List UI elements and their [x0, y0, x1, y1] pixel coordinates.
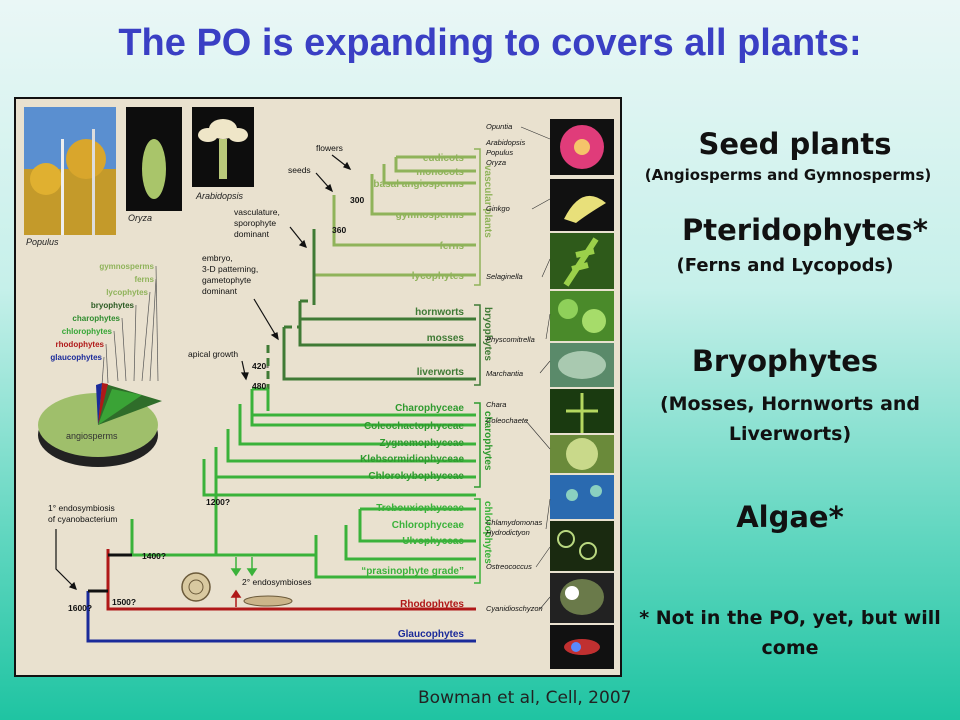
event-flowers: flowers	[316, 143, 343, 153]
citation: Bowman et al, Cell, 2007	[418, 688, 632, 708]
species-selaginella: Selaginella	[486, 272, 523, 281]
taxon-liverworts: liverworts	[417, 367, 465, 378]
species-ginkgo: Ginkgo	[486, 204, 510, 213]
sub-bryophytes-1: (Mosses, Hornworts and	[659, 393, 921, 415]
time-1500: 1500?	[112, 597, 136, 607]
taxon-glaucophytes: Glaucophytes	[398, 629, 465, 640]
pie-label-angiosperms: angiosperms	[66, 431, 118, 441]
label-populus: Populus	[26, 237, 59, 247]
species-ostreococcus: Ostreococcus	[486, 562, 532, 571]
time-300: 300	[350, 195, 364, 205]
species-arabidopsis: Arabidopsis	[485, 138, 525, 147]
label-oryza: Oryza	[128, 213, 152, 223]
taxon-gymnosperms: gymnosperms	[396, 210, 465, 221]
taxon-basal-angiosperms: basal angiosperms	[373, 179, 464, 190]
taxon-zygnemophyceae: Zygnemophyceae	[380, 438, 465, 449]
pie-label-gymnosperms: gymnosperms	[99, 262, 154, 271]
time-1600: 1600?	[68, 603, 92, 613]
taxon-coleochaetophyceae: Coleochaetophyceae	[364, 421, 464, 432]
sub-bryophytes-2: Liverworts)	[728, 423, 852, 445]
phylogeny-tree: Populus Oryza Arabidopsis gymnosperms fe…	[24, 107, 614, 669]
taxon-chlorokybophyceae: Chlorokybophyceae	[368, 471, 464, 482]
taxon-chlorophyceae: Chlorophyceae	[392, 520, 465, 531]
diatom-icon	[181, 572, 211, 602]
note-line-2: come	[761, 637, 819, 659]
group-vascular-plants: vascular plants	[482, 165, 493, 238]
species-hydrodictyon: Hydrodictyon	[486, 528, 530, 537]
taxon-eudicots: eudicots	[423, 153, 465, 164]
taxon-lycophytes: lycophytes	[412, 271, 465, 282]
heading-seed-plants: Seed plants	[698, 127, 892, 161]
pie-label-glaucophytes: glaucophytes	[50, 353, 102, 362]
group-chlorophytes: chlorophytes	[482, 501, 493, 564]
taxon-ferns: ferns	[440, 241, 465, 252]
time-420: 420-	[252, 361, 269, 371]
time-1400: 1400?	[142, 551, 166, 561]
taxon-trebouxiophyceae: Trebouxiophyceae	[376, 503, 464, 514]
taxon-mosses: mosses	[427, 333, 465, 344]
taxon-rhodophytes: Rhodophytes	[400, 599, 464, 610]
species-physcomitrella: Physcomitrella	[486, 335, 535, 344]
taxon-klebsormidiophyceae: Klebsormidiophyceae	[360, 454, 464, 465]
event-embryo-2: 3-D patterning,	[202, 264, 258, 274]
sub-seed-plants: (Angiosperms and Gymnosperms)	[644, 166, 932, 184]
event-embryo-3: gametophyte	[202, 275, 251, 285]
taxon-ulvophyceae: Ulvophyceae	[402, 536, 464, 547]
pie-label-chlorophytes: chlorophytes	[62, 327, 113, 336]
pie-label-lycophytes: lycophytes	[106, 288, 148, 297]
event-seeds: seeds	[288, 165, 311, 175]
pie-label-rhodophytes: rhodophytes	[56, 340, 105, 349]
event-apical-growth: apical growth	[188, 349, 238, 359]
species-cyanidioschyzon: Cyanidioschyzon	[486, 604, 543, 613]
species-photo-strip	[550, 119, 614, 669]
event-endosymbiosis-1: 1° endosymbiosis	[48, 503, 115, 513]
taxon-monocots: monocots	[416, 167, 464, 178]
event-endosymbiosis-2: 2° endosymbioses	[242, 577, 312, 587]
label-arabidopsis: Arabidopsis	[195, 191, 244, 201]
event-vasculature-3: dominant	[234, 229, 270, 239]
time-1200: 1200?	[206, 497, 230, 507]
heading-algae: Algae*	[736, 500, 844, 534]
species-populus: Populus	[486, 148, 513, 157]
pie-label-ferns: ferns	[134, 275, 154, 284]
time-480: 480	[252, 381, 266, 391]
heading-bryophytes: Bryophytes	[691, 344, 879, 378]
heading-pteridophytes: Pteridophytes*	[682, 213, 928, 247]
event-vasculature-2: sporophyte	[234, 218, 276, 228]
euglenoid-icon	[243, 595, 293, 607]
pie-label-bryophytes: bryophytes	[91, 301, 135, 310]
species-coleochaete: Coleochaete	[486, 416, 528, 425]
taxon-hornworts: hornworts	[415, 307, 464, 318]
species-oryza: Oryza	[486, 158, 506, 167]
taxon-charophyceae: Charophyceae	[395, 403, 464, 414]
event-vasculature: vasculature,	[234, 207, 280, 217]
phylogeny-figure: Populus Oryza Arabidopsis gymnosperms fe…	[14, 97, 622, 677]
event-endosymbiosis-1b: of cyanobacterium	[48, 514, 117, 524]
sub-pteridophytes: (Ferns and Lycopods)	[676, 255, 894, 276]
species-marchantia: Marchantia	[486, 369, 523, 378]
group-charophytes: charophytes	[482, 411, 493, 471]
pie-label-charophytes: charophytes	[72, 314, 120, 323]
time-360: 360	[332, 225, 346, 235]
taxon-prasinophyte: “prasinophyte grade”	[361, 566, 464, 577]
group-bryophytes: bryophytes	[482, 307, 493, 361]
event-embryo: embryo,	[202, 253, 233, 263]
species-chlamydomonas: Chlamydomonas	[486, 518, 543, 527]
species-chara: Chara	[486, 400, 506, 409]
note-line-1: * Not in the PO, yet, but will	[639, 607, 941, 629]
species-opuntia: Opuntia	[486, 122, 512, 131]
slide-title: The PO is expanding to covers all plants…	[118, 22, 862, 64]
event-embryo-4: dominant	[202, 286, 238, 296]
